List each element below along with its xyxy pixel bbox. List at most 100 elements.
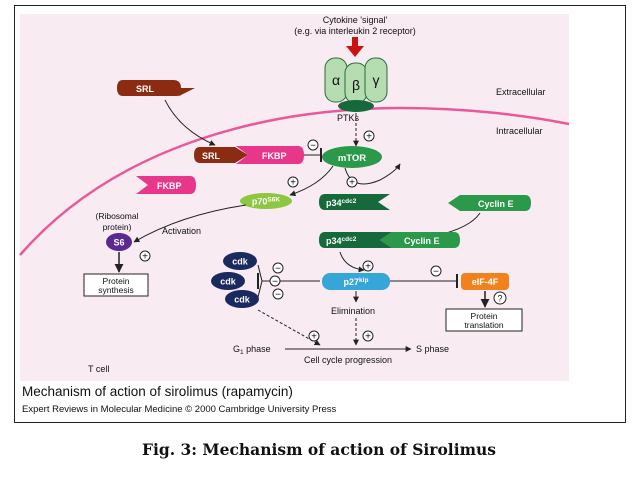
cdk-node-bottom [225, 290, 259, 308]
cyclin-e-bound-shape [380, 232, 460, 248]
cdk-to-cycle-arrow [257, 309, 321, 346]
p70-base: p70 [252, 197, 268, 207]
cdk-label-top: cdk [232, 257, 249, 267]
p34-bottom-label: p34cdc2 [326, 236, 357, 246]
minus-eif4f: − [433, 267, 439, 278]
cell-cycle-label: Cell cycle progression [304, 355, 392, 365]
p70-sup: S6K [267, 197, 280, 204]
figure-caption: Fig. 3: Mechanism of action of Sirolimus [142, 440, 496, 459]
p34-top-shape [319, 194, 390, 210]
question-circle [493, 291, 507, 305]
plus-cycle-circle-left [308, 330, 320, 342]
fkbp-free-shape [136, 176, 196, 194]
s6-node [106, 233, 132, 251]
cyclin-e-bound-label: Cyclin E [404, 236, 440, 246]
plus-p27: + [365, 262, 371, 273]
minus-eif4f-circle [430, 265, 442, 277]
receptor-beta: β [352, 77, 360, 93]
il2-receptor [324, 57, 388, 112]
eif4f-label: eIF-4F [472, 277, 499, 287]
srl-free-shape [117, 80, 195, 96]
plus-s6: + [142, 252, 148, 263]
intracellular-label: Intracellular [496, 126, 543, 136]
plus-cycle-left: + [311, 332, 317, 343]
cdk-label-middle: cdk [220, 277, 237, 287]
fkbp-free-label: FKBP [157, 181, 182, 191]
p70-to-s6-arrow [133, 204, 247, 243]
plus-mtor: + [366, 132, 372, 143]
minus-cdk-circle-bottom [272, 288, 284, 300]
p27-base: p27 [344, 277, 360, 287]
p34-top-base: p34 [326, 198, 342, 208]
minus-cdk-middle: − [272, 277, 278, 288]
g1-rest: phase [244, 344, 271, 354]
question-mark: ? [497, 294, 502, 304]
p34-bottom-sup: cdc2 [342, 236, 357, 243]
p70-s6k-node [240, 193, 292, 209]
minus-cdk-circle-middle [269, 275, 281, 287]
plus-p34-circle [346, 176, 358, 188]
protein-translation-box [445, 308, 523, 332]
cdk-node-middle [211, 272, 245, 290]
srl-binding-arrow [164, 99, 216, 146]
p34-to-p27-arrow [339, 251, 365, 273]
mtor-node [322, 146, 382, 168]
elimination-label: Elimination [331, 306, 375, 316]
g1-sub: 1 [240, 349, 244, 356]
fkbp-bound-label: FKBP [262, 151, 287, 161]
protein-translation-line2: translation [464, 320, 503, 330]
ribosomal-line2: protein) [103, 222, 132, 232]
plus-p27-circle [362, 260, 374, 272]
srl-bound-label: SRL [202, 151, 221, 161]
plus-cycle-circle-right [362, 330, 374, 342]
s6-label: S6 [113, 238, 124, 248]
receptor-gamma: γ [373, 72, 380, 88]
fkbp-bound-shape [236, 146, 304, 164]
eif4f-node [461, 273, 509, 290]
s-phase-label: S phase [416, 344, 449, 354]
ptks-label: PTKs [337, 113, 360, 123]
ribosomal-line1: (Ribosomal [96, 211, 139, 221]
plus-cycle-right: + [365, 332, 371, 343]
activation-label: Activation [162, 226, 201, 236]
minus-cdk-bottom: − [275, 290, 281, 301]
minus-mtor-circle [307, 139, 319, 151]
minus-mtor: − [310, 141, 316, 152]
protein-synthesis-line1: Protein [103, 276, 130, 286]
srl-free-label: SRL [136, 84, 155, 94]
p27-kip-node [322, 273, 390, 290]
g1-base: G [233, 344, 240, 354]
plus-p34: + [349, 178, 355, 189]
protein-synthesis-line2: synthesis [98, 285, 133, 295]
p27-inhibits-cdk [257, 264, 320, 298]
cdk-label-bottom: cdk [234, 295, 251, 305]
plus-p70-circle [287, 176, 299, 188]
p34-bottom-shape [319, 232, 392, 248]
plus-p70: + [290, 178, 296, 189]
receptor-alpha: α [332, 72, 340, 88]
plus-s6-circle [139, 250, 151, 262]
signal-arrow [346, 37, 364, 57]
cyclin-e-free-label: Cyclin E [478, 199, 514, 209]
p34-top-label: p34cdc2 [326, 198, 357, 208]
p27-kip-label: p27kip [344, 277, 369, 287]
p34-top-sup: cdc2 [342, 198, 357, 205]
protein-synthesis-box [83, 273, 149, 297]
signal-label-line1: Cytokine 'signal' [323, 15, 388, 25]
minus-cdk-circle-top [272, 262, 284, 274]
mtor-to-p70-arrow [289, 165, 334, 197]
p70-s6k-label: p70S6K [252, 197, 280, 207]
t-cell-label: T cell [88, 364, 109, 374]
diagram-credit: Expert Reviews in Molecular Medicine © 2… [22, 404, 337, 415]
protein-translation-line1: Protein [471, 311, 498, 321]
minus-cdk-top: − [275, 264, 281, 275]
srl-bound-shape [194, 147, 248, 163]
p34-bottom-base: p34 [326, 236, 342, 246]
mtor-label: mTOR [338, 153, 366, 164]
g1-phase-label: G1 phase [233, 344, 271, 356]
extracellular-label: Extracellular [496, 87, 546, 97]
p27-sup: kip [359, 277, 368, 284]
cdk-node-top [223, 252, 257, 270]
signal-label-line2: (e.g. via interleukin 2 receptor) [294, 26, 416, 36]
